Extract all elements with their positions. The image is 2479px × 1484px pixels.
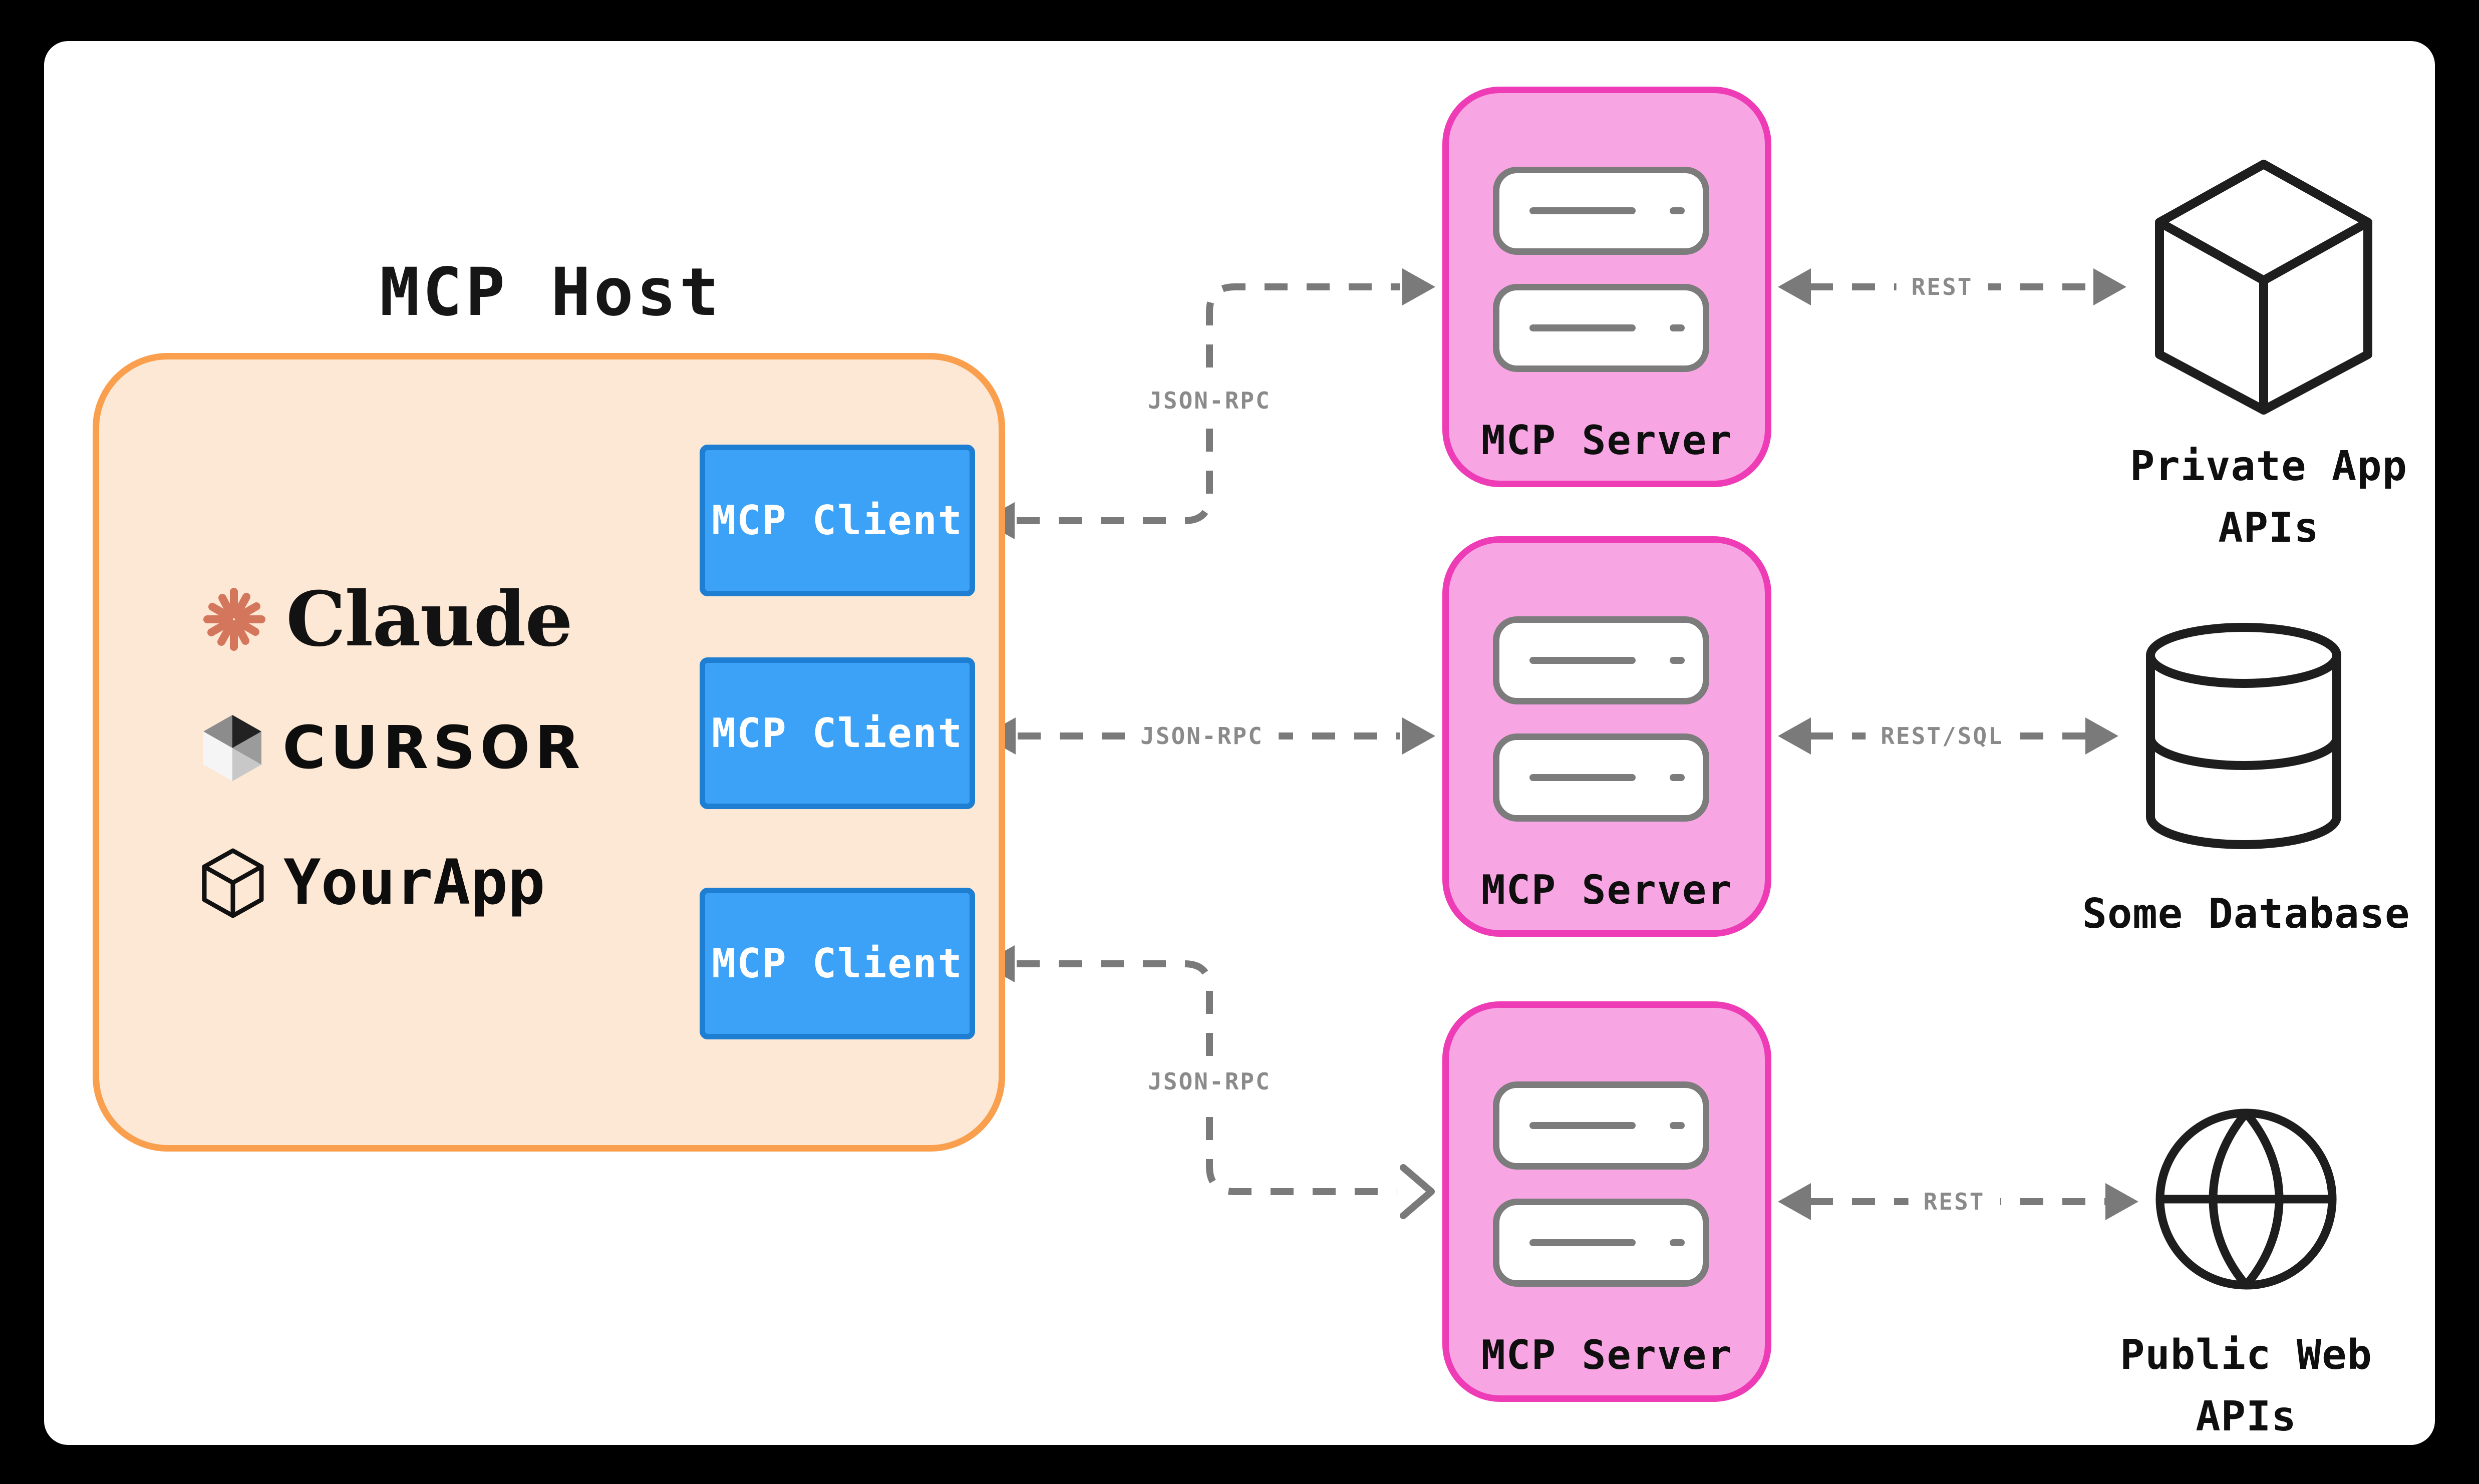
resource-label-line1: Public Web	[2120, 1331, 2372, 1379]
server-rack-unit-icon	[1493, 1199, 1709, 1287]
server-unit-line	[1529, 1122, 1636, 1129]
server-unit-dash	[1670, 324, 1685, 331]
resource-label-line1: Private App	[2129, 443, 2408, 490]
json-rpc-label-1: JSON-RPC	[1133, 384, 1286, 417]
server-unit-line	[1529, 1239, 1636, 1246]
mcp-server-label: MCP Server	[1481, 417, 1733, 464]
chevron-into-server3	[1400, 1164, 1435, 1219]
server-rack-unit-icon	[1493, 616, 1709, 704]
arrowhead-back-to-server2	[1778, 717, 1811, 755]
server-unit-dash	[1670, 1122, 1685, 1129]
arrowhead-into-cube	[2093, 268, 2126, 305]
rest-label-3: REST	[1908, 1185, 2000, 1218]
server-rack-unit-icon	[1493, 167, 1709, 255]
rest-sql-label: REST/SQL	[1866, 719, 2019, 753]
mcp-server-label: MCP Server	[1481, 867, 1733, 913]
resource-label-line2: APIs	[2218, 504, 2319, 552]
claude-wordmark: Claude	[286, 575, 573, 663]
public-web-apis-label: Public Web APIs	[2071, 1324, 2421, 1447]
server-unit-dash	[1670, 657, 1685, 664]
logo-row-cursor: CURSOR	[200, 700, 584, 795]
json-rpc-label-3: JSON-RPC	[1133, 1065, 1286, 1098]
arrowhead-into-server2	[1402, 717, 1435, 755]
arrowhead-back-to-server1	[1778, 268, 1811, 305]
database-icon	[2142, 621, 2345, 851]
rest-label-1: REST	[1896, 270, 1988, 303]
mcp-server-box-1: MCP Server	[1442, 87, 1771, 487]
server-unit-dash	[1670, 207, 1685, 214]
arrowhead-into-server1	[1402, 268, 1435, 305]
some-database-label: Some Database	[2071, 883, 2421, 945]
cube-icon	[2153, 158, 2374, 416]
mcp-client-label: MCP Client	[712, 710, 963, 757]
arrowhead-into-database	[2085, 717, 2118, 755]
server-unit-line	[1529, 774, 1636, 781]
logo-row-yourapp: YourApp	[200, 835, 545, 930]
server-unit-dash	[1670, 774, 1685, 781]
mcp-client-box-1: MCP Client	[700, 445, 975, 596]
json-rpc-label-2: JSON-RPC	[1125, 719, 1279, 753]
server-unit-line	[1529, 657, 1636, 664]
arrowhead-back-to-server3	[1778, 1183, 1811, 1220]
mcp-server-box-2: MCP Server	[1442, 536, 1771, 937]
package-cube-icon	[200, 847, 265, 919]
server-unit-line	[1529, 324, 1636, 331]
server-rack-unit-icon	[1493, 733, 1709, 822]
cursor-wordmark: CURSOR	[282, 713, 585, 782]
yourapp-wordmark: YourApp	[283, 847, 545, 919]
mcp-client-box-2: MCP Client	[700, 657, 975, 809]
mcp-server-label: MCP Server	[1481, 1332, 1733, 1378]
server-rack-unit-icon	[1493, 1081, 1709, 1170]
logo-row-claude: Claude	[200, 572, 573, 667]
mcp-client-box-3: MCP Client	[700, 888, 975, 1039]
claude-starburst-icon	[200, 586, 268, 653]
cursor-cube-icon	[200, 712, 264, 783]
mcp-server-box-3: MCP Server	[1442, 1001, 1771, 1402]
mcp-client-label: MCP Client	[712, 497, 963, 544]
mcp-host-title: MCP Host	[380, 254, 722, 331]
resource-label-line2: APIs	[2196, 1393, 2297, 1440]
server-rack-unit-icon	[1493, 284, 1709, 372]
globe-icon	[2151, 1104, 2341, 1294]
server-unit-dash	[1670, 1239, 1685, 1246]
mcp-client-label: MCP Client	[712, 940, 963, 987]
private-app-apis-label: Private App APIs	[2093, 436, 2444, 559]
resource-label-line1: Some Database	[2082, 890, 2410, 938]
arrowhead-into-globe	[2105, 1183, 2138, 1220]
server-unit-line	[1529, 207, 1636, 214]
